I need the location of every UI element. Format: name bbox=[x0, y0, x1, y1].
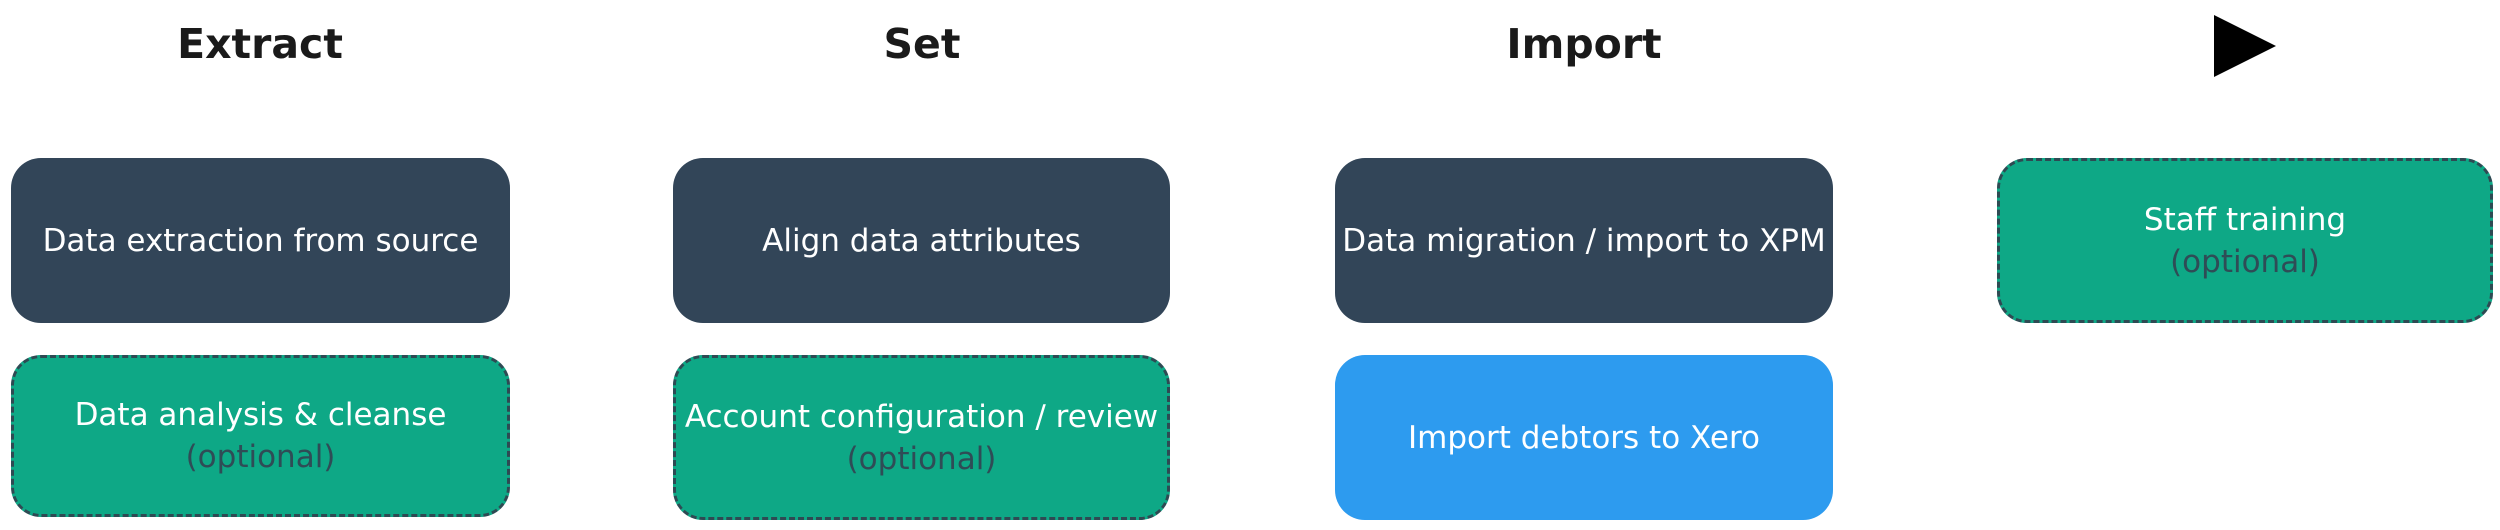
play-icon bbox=[2195, 14, 2295, 78]
play-icon-shape bbox=[2214, 15, 2276, 77]
step-label: Data analysis & cleanse bbox=[74, 397, 447, 433]
column-heading-set: Set bbox=[883, 20, 961, 68]
optional-note: (optional) bbox=[185, 439, 336, 475]
step-label: Data extraction from source bbox=[42, 222, 479, 259]
step-data-analysis-cleanse: Data analysis & cleanse (optional) bbox=[11, 355, 510, 517]
step-import-debtors: Import debtors to Xero bbox=[1335, 355, 1833, 520]
step-account-configuration: Account configuration / review (optional… bbox=[673, 355, 1170, 520]
step-label: Account configuration / review bbox=[684, 398, 1159, 435]
step-label: Data migration / import to XPM bbox=[1342, 222, 1826, 259]
step-label: Staff training bbox=[2143, 201, 2347, 238]
optional-note: (optional) bbox=[846, 440, 997, 477]
step-data-extraction: Data extraction from source bbox=[11, 158, 510, 323]
column-heading-extract: Extract bbox=[177, 20, 343, 68]
step-align-data-attributes: Align data attributes bbox=[673, 158, 1170, 323]
step-label: Align data attributes bbox=[762, 222, 1081, 259]
step-label: Import debtors to Xero bbox=[1408, 419, 1760, 456]
step-data-migration: Data migration / import to XPM bbox=[1335, 158, 1833, 323]
step-staff-training: Staff training (optional) bbox=[1997, 158, 2493, 323]
column-heading-import: Import bbox=[1506, 20, 1662, 68]
optional-note: (optional) bbox=[2170, 243, 2320, 280]
